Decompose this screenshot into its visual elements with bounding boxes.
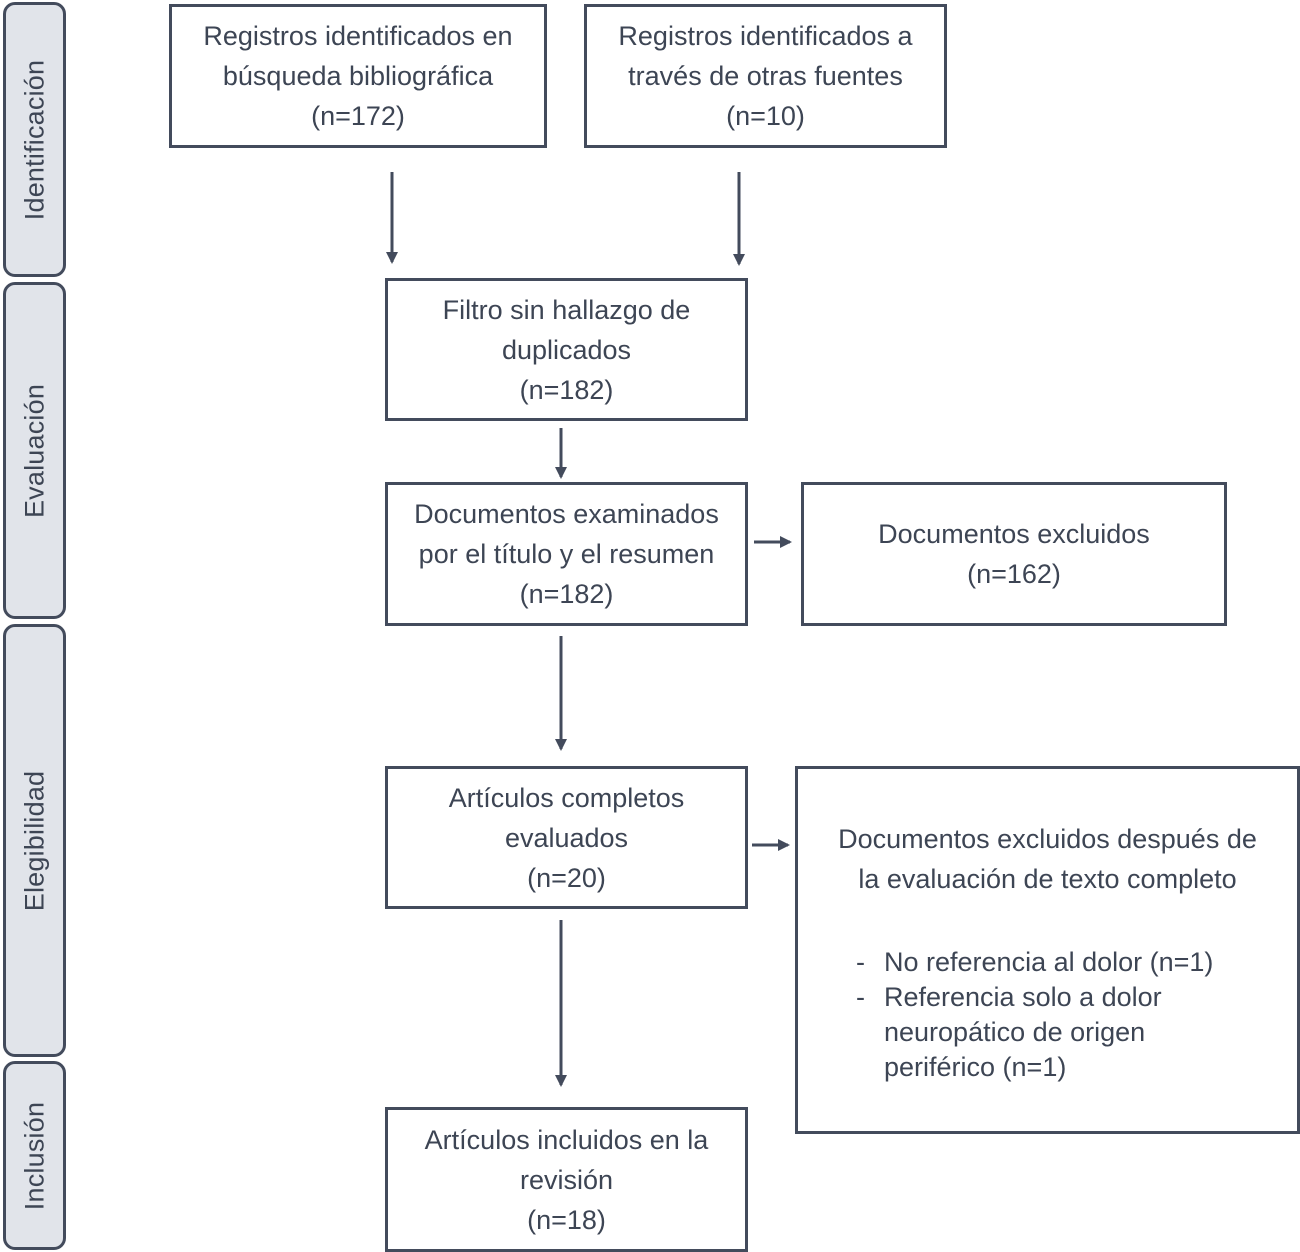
box-line: Registros identificados en: [203, 21, 513, 51]
box-line: Documentos excluidos después de: [838, 824, 1257, 854]
box-count: (n=182): [519, 374, 614, 405]
box-filtro-duplicados: Filtro sin hallazgo de duplicados (n=182…: [385, 278, 748, 421]
box-documentos-excluidos: Documentos excluidos (n=162): [801, 482, 1227, 626]
box-count: (n=182): [519, 579, 614, 609]
exclusion-reason-line: neuropático de origen: [884, 1017, 1146, 1047]
box-articulos-incluidos: Artículos incluidos en la revisión (n=18…: [385, 1107, 748, 1252]
box-line: Documentos examinados: [414, 499, 719, 529]
box-count: (n=20): [527, 862, 606, 893]
phase-inclusion: Inclusión: [3, 1061, 66, 1250]
box-registros-busqueda: Registros identificados en búsqueda bibl…: [169, 4, 547, 148]
box-line: Artículos completos: [448, 782, 685, 813]
box-count: (n=18): [527, 1204, 606, 1235]
box-line: búsqueda bibliográfica: [222, 61, 494, 91]
box-line: Documentos excluidos: [878, 519, 1150, 549]
phase-identificacion: Identificación: [3, 2, 66, 277]
exclusion-reasons-list: No referencia al dolor (n=1) Referencia …: [856, 945, 1213, 1085]
box-count: (n=10): [726, 101, 805, 131]
exclusion-reason-line: No referencia al dolor (n=1): [884, 947, 1214, 977]
box-count: (n=162): [967, 559, 1061, 589]
box-line: evaluados: [504, 822, 629, 853]
box-documentos-examinados: Documentos examinados por el título y el…: [385, 482, 748, 626]
phase-elegibilidad: Elegibilidad: [3, 624, 66, 1057]
box-line: Registros identificados a: [618, 21, 913, 51]
box-line: la evaluación de texto completo: [858, 864, 1237, 894]
phase-evaluacion: Evaluación: [3, 282, 66, 619]
box-line: duplicados: [501, 334, 632, 365]
box-line: Filtro sin hallazgo de: [442, 294, 691, 325]
exclusion-reason-line: Referencia solo a dolor: [884, 982, 1162, 1012]
box-line: revisión: [519, 1164, 614, 1195]
box-registros-otras-fuentes: Registros identificados a través de otra…: [584, 4, 947, 148]
box-line: por el título y el resumen: [418, 539, 715, 569]
box-excluidos-texto-completo: Documentos excluidos después de la evalu…: [795, 766, 1300, 1134]
box-articulos-completos: Artículos completos evaluados (n=20): [385, 766, 748, 909]
box-count: (n=172): [311, 101, 405, 131]
exclusion-reason-item: No referencia al dolor (n=1): [856, 945, 1213, 980]
exclusion-reason-item: Referencia solo a dolor neuropático de o…: [856, 980, 1213, 1085]
box-line: Artículos incluidos en la: [424, 1124, 709, 1155]
box-line: través de otras fuentes: [628, 61, 903, 91]
exclusion-reason-line: periférico (n=1): [884, 1052, 1067, 1082]
